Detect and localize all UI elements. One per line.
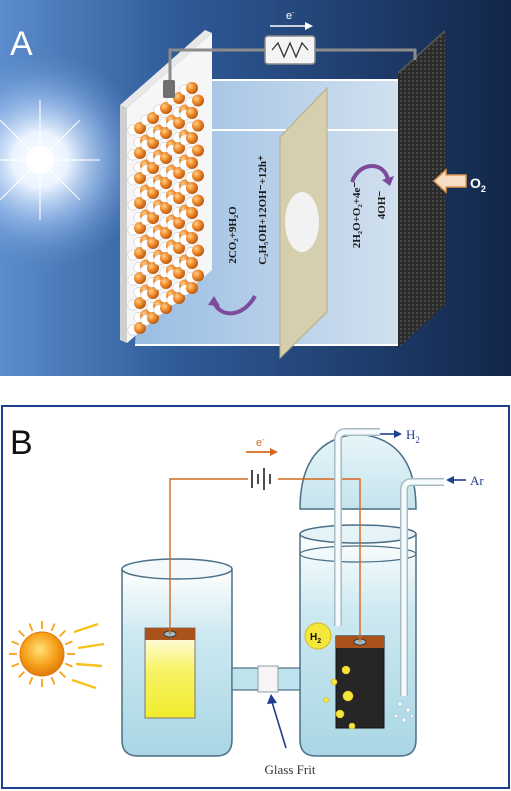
anode-cycle-arrowhead-icon xyxy=(208,296,220,306)
light-rays xyxy=(71,622,105,690)
h2-bubble-label: H2 xyxy=(310,632,321,645)
argon-label: Ar xyxy=(470,473,484,488)
argon-bubbles xyxy=(393,701,414,723)
anode-reaction-line2: 2CO₂+9H₂O xyxy=(227,206,239,264)
panel-b-frame xyxy=(1,405,510,789)
ar-in-arrow-icon xyxy=(446,476,454,484)
cathode-reaction-line2: 4OH⁻ xyxy=(376,191,388,220)
particle-array xyxy=(127,82,204,336)
panel-a-fuel-cell: A xyxy=(0,0,511,376)
argon-inlet-tube xyxy=(400,476,466,696)
sun-icon xyxy=(9,621,75,687)
h2-out-arrow-icon xyxy=(394,430,402,438)
cathode-reaction: 2H₂O+O₂+4e⁻ 4OH⁻ xyxy=(351,182,388,249)
cathode-mesh xyxy=(398,30,445,348)
anode-reaction-line1: C₂H₅OH+12OH⁻+12h⁺ xyxy=(257,155,269,265)
cathode-reaction-line1: 2H₂O+O₂+4e⁻ xyxy=(351,182,363,249)
electron-flow-arrow-b xyxy=(246,448,278,456)
circuit-wire xyxy=(169,478,361,642)
electron-label-a: e- xyxy=(286,10,295,22)
cathode-cycle-arrowhead-icon xyxy=(382,176,394,186)
glass-frit-pointer xyxy=(267,694,287,749)
glass-frit-plug xyxy=(257,665,279,693)
oxygen-inlet-arrow-icon xyxy=(432,168,467,194)
oxygen-label: O2 xyxy=(470,175,486,194)
hydrogen-bubbles xyxy=(323,665,356,730)
photoanode xyxy=(144,627,196,719)
anode-contact xyxy=(163,80,175,98)
glass-frit-label: Glass Frit xyxy=(265,762,316,777)
salt-bridge xyxy=(231,665,301,693)
panel-a-canvas: A xyxy=(0,0,511,376)
panel-b-canvas: B xyxy=(1,405,510,789)
panel-b-label: B xyxy=(10,424,33,462)
sun-core xyxy=(26,146,54,174)
electron-flow-arrow xyxy=(270,22,313,30)
panel-a-label: A xyxy=(10,25,33,63)
h2-bubble-icon xyxy=(304,622,332,650)
membrane-porous-window xyxy=(285,192,319,252)
anode-reaction: C₂H₅OH+12OH⁻+12h⁺ 2CO₂+9H₂O xyxy=(227,155,269,265)
hydrogen-outlet-tube xyxy=(334,428,402,626)
cathode-cycle-arrow-icon xyxy=(350,164,390,183)
anode-cycle-arrow-icon xyxy=(212,294,257,316)
membrane xyxy=(279,86,328,360)
battery-icon xyxy=(251,468,271,490)
resistor xyxy=(264,35,316,65)
h2-outlet-label: H2 xyxy=(406,427,420,445)
panel-b-electrolysis-cell: B xyxy=(0,404,511,790)
electron-label-b: e- xyxy=(256,437,265,449)
